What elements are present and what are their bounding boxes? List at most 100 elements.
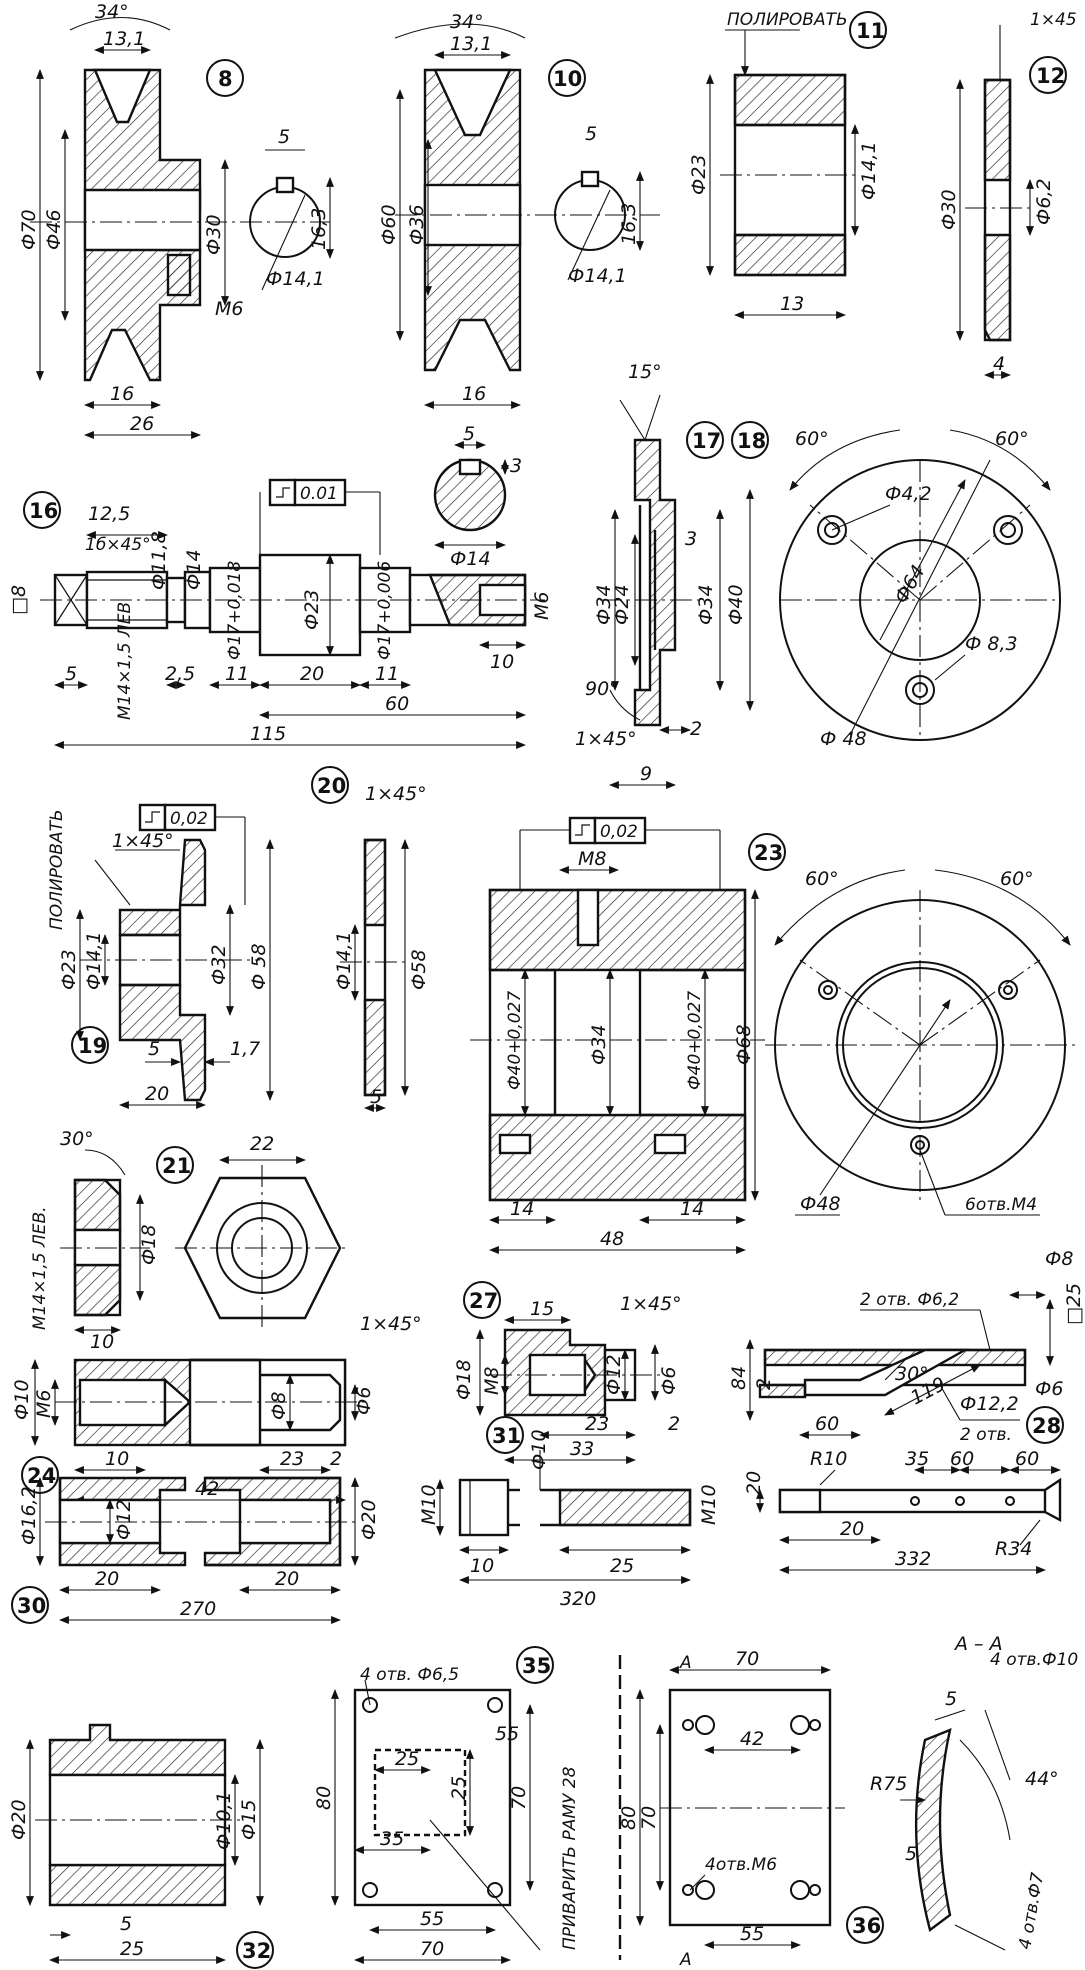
part-27-pin: 15 1×45° Ф6 Ф18 М8 Ф12 23 33 2 27 [453, 1281, 682, 1464]
p17-diameter-40: Ф40 [725, 584, 747, 625]
p8-key-width: 5 [278, 126, 290, 148]
part-number-20: 20 [317, 774, 346, 798]
p28-radius-34: R34 [995, 1538, 1032, 1560]
p36-holes-7: 4 отв.Ф7 [1015, 1871, 1048, 1951]
p35-dim-25a: 25 [395, 1748, 419, 1770]
p31-length-10: 10 [470, 1555, 494, 1577]
p23-holes-note: 6отв.М4 [965, 1195, 1037, 1215]
p35-holes-note: 4 отв. Ф6,5 [360, 1665, 459, 1685]
p16-thread-length: 12,5 [88, 503, 130, 525]
p23-length-14b: 14 [680, 1198, 704, 1220]
part-21-nut: 30° 22 Ф18 10 М14×1,5 ЛЕВ. 21 [30, 1128, 350, 1353]
p31-length-25: 25 [610, 1555, 634, 1577]
part-number-32: 32 [242, 1939, 271, 1963]
p10-key-width: 5 [585, 123, 597, 145]
p28-bore-12-2: Ф12,2 [960, 1393, 1019, 1415]
p31-thread-left: М10 [418, 1484, 440, 1525]
p24-length-2: 2 [330, 1448, 342, 1470]
p11-polish-note: ПОЛИРОВАТЬ [727, 10, 848, 30]
p19-chamfer: 1×45° [112, 830, 174, 852]
p16-length-60: 60 [385, 693, 409, 715]
p28-pitch-35: 35 [905, 1448, 929, 1470]
p30-end-diameter: Ф20 [358, 1499, 380, 1540]
p27-thread: М8 [481, 1367, 503, 1395]
p27-tip-diameter: Ф6 [658, 1367, 680, 1395]
p23-bore-right: Ф40+0,027 [685, 991, 705, 1090]
p28-width-20: 20 [743, 1471, 765, 1495]
p18-counterbore: Ф 8,3 [965, 633, 1018, 655]
p28-length-20: 20 [840, 1518, 864, 1540]
p36-height-80: 80 [618, 1806, 640, 1830]
p17-diameter-34b: Ф34 [695, 584, 717, 625]
part-30-tube: Ф16,2 Ф12 Ф20 20 20 270 30 [11, 1476, 380, 1624]
p24-tip-diameter: Ф6 [353, 1387, 375, 1415]
p17-top-angle: 15° [628, 361, 662, 383]
p17-chamfer: 1×45° [575, 728, 637, 750]
part-number-19: 19 [78, 1034, 107, 1058]
p36-section-mark-bottom: А [679, 1950, 692, 1970]
part-19-flanged-bushing: 0,02 1×45° ПОЛИРОВАТЬ Ф23 Ф14,1 Ф32 Ф 58… [47, 803, 274, 1109]
part-number-11: 11 [856, 19, 885, 43]
p19-outer-diameter: Ф23 [58, 949, 80, 990]
p23-inner-diameter: Ф34 [588, 1024, 610, 1065]
p24-shank-diameter: Ф8 [268, 1392, 290, 1420]
part-36-bracket: А А 70 42 80 70 55 4отв.М6 А – А 5 R75 4… [618, 1633, 1078, 1970]
part-23-housing: 0,02 М8 Ф40+0,027 Ф34 Ф40+0,027 Ф68 14 1… [470, 816, 1075, 1254]
p8-bore: Ф14,1 [266, 268, 325, 290]
p10-inner-diameter: Ф36 [406, 204, 428, 245]
p27-length-23: 23 [585, 1413, 609, 1435]
p17-chamfer-angle: 90° [585, 678, 619, 700]
p35-dim-25b: 25 [448, 1776, 470, 1800]
part-17-18-flange: 15° Ф34 Ф24 3 Ф34 Ф40 90° 1×45° 2 9 60° … [575, 361, 1061, 789]
p23-bolt-circle: Ф48 [800, 1193, 841, 1215]
p32-length-5: 5 [120, 1913, 132, 1935]
p20-thickness: 5 [370, 1086, 382, 1108]
p19-polish-note: ПОЛИРОВАТЬ [47, 809, 67, 930]
part-11-bushing: ПОЛИРОВАТЬ Ф23 Ф14,1 13 11 [688, 10, 887, 319]
p27-outer-diameter: Ф18 [453, 1359, 475, 1400]
p36-radius: R75 [870, 1773, 907, 1795]
p16-length-11b: 11 [375, 663, 399, 685]
p16-length-11a: 11 [225, 663, 249, 685]
p24-length-23: 23 [280, 1448, 304, 1470]
p19-bore: Ф14,1 [83, 931, 105, 990]
p8-groove-width: 13,1 [103, 28, 145, 50]
p27-length-33: 33 [570, 1438, 594, 1460]
p19-offset: 1,7 [230, 1038, 260, 1060]
p19-length: 20 [145, 1083, 169, 1105]
p24-length-10: 10 [105, 1448, 129, 1470]
p21-across-flats: 22 [250, 1133, 274, 1155]
p19-flange-diameter: Ф 58 [248, 943, 270, 990]
p8-outer-diameter: Ф70 [18, 209, 40, 250]
p35-weld-note: ПРИВАРИТЬ РАМУ 28 [560, 1766, 580, 1950]
p30-length-20a: 20 [95, 1568, 119, 1590]
p36-pitch-42: 42 [740, 1728, 764, 1750]
p17-step: 3 [685, 528, 697, 550]
part-35-plate: 4 отв. Ф6,5 25 55 25 70 80 35 55 70 ПРИВ… [313, 1646, 580, 1964]
p19-tolerance: 0,02 [170, 809, 208, 829]
p19-shoulder-diameter: Ф32 [208, 944, 230, 985]
p16-section-diameter: Ф14 [450, 548, 491, 570]
p31-length-320: 320 [560, 1588, 596, 1610]
p16-length-10: 10 [490, 651, 514, 673]
p16-key-depth: 3 [510, 455, 522, 477]
p28-angle: 30° [895, 1363, 929, 1385]
p30-length-20b: 20 [275, 1568, 299, 1590]
p30-outer-diameter: Ф16,2 [18, 1486, 40, 1545]
p28-length-332: 332 [895, 1548, 931, 1570]
p35-dim-55: 55 [495, 1723, 519, 1745]
part-number-17: 17 [692, 429, 721, 453]
p24-thread: М6 [33, 1390, 55, 1418]
p18-diameter-64: Ф64 [890, 561, 929, 607]
p27-chamfer: 1×45° [620, 1293, 682, 1315]
part-31-rod: Ф10 М10 М10 10 25 320 31 [418, 1416, 720, 1610]
p30-length-270: 270 [180, 1598, 216, 1620]
p28-two-holes: 2 отв. [960, 1425, 1012, 1445]
p36-section-mark-top: А [679, 1653, 692, 1673]
p12-bore: Ф6,2 [1033, 178, 1055, 225]
p18-hole-diameter: Ф4,2 [885, 483, 932, 505]
p8-width-16: 16 [110, 383, 134, 405]
part-12-washer: 1×45 Ф30 Ф6,2 4 12 [938, 10, 1077, 379]
p36-wall-5a: 5 [945, 1688, 957, 1710]
